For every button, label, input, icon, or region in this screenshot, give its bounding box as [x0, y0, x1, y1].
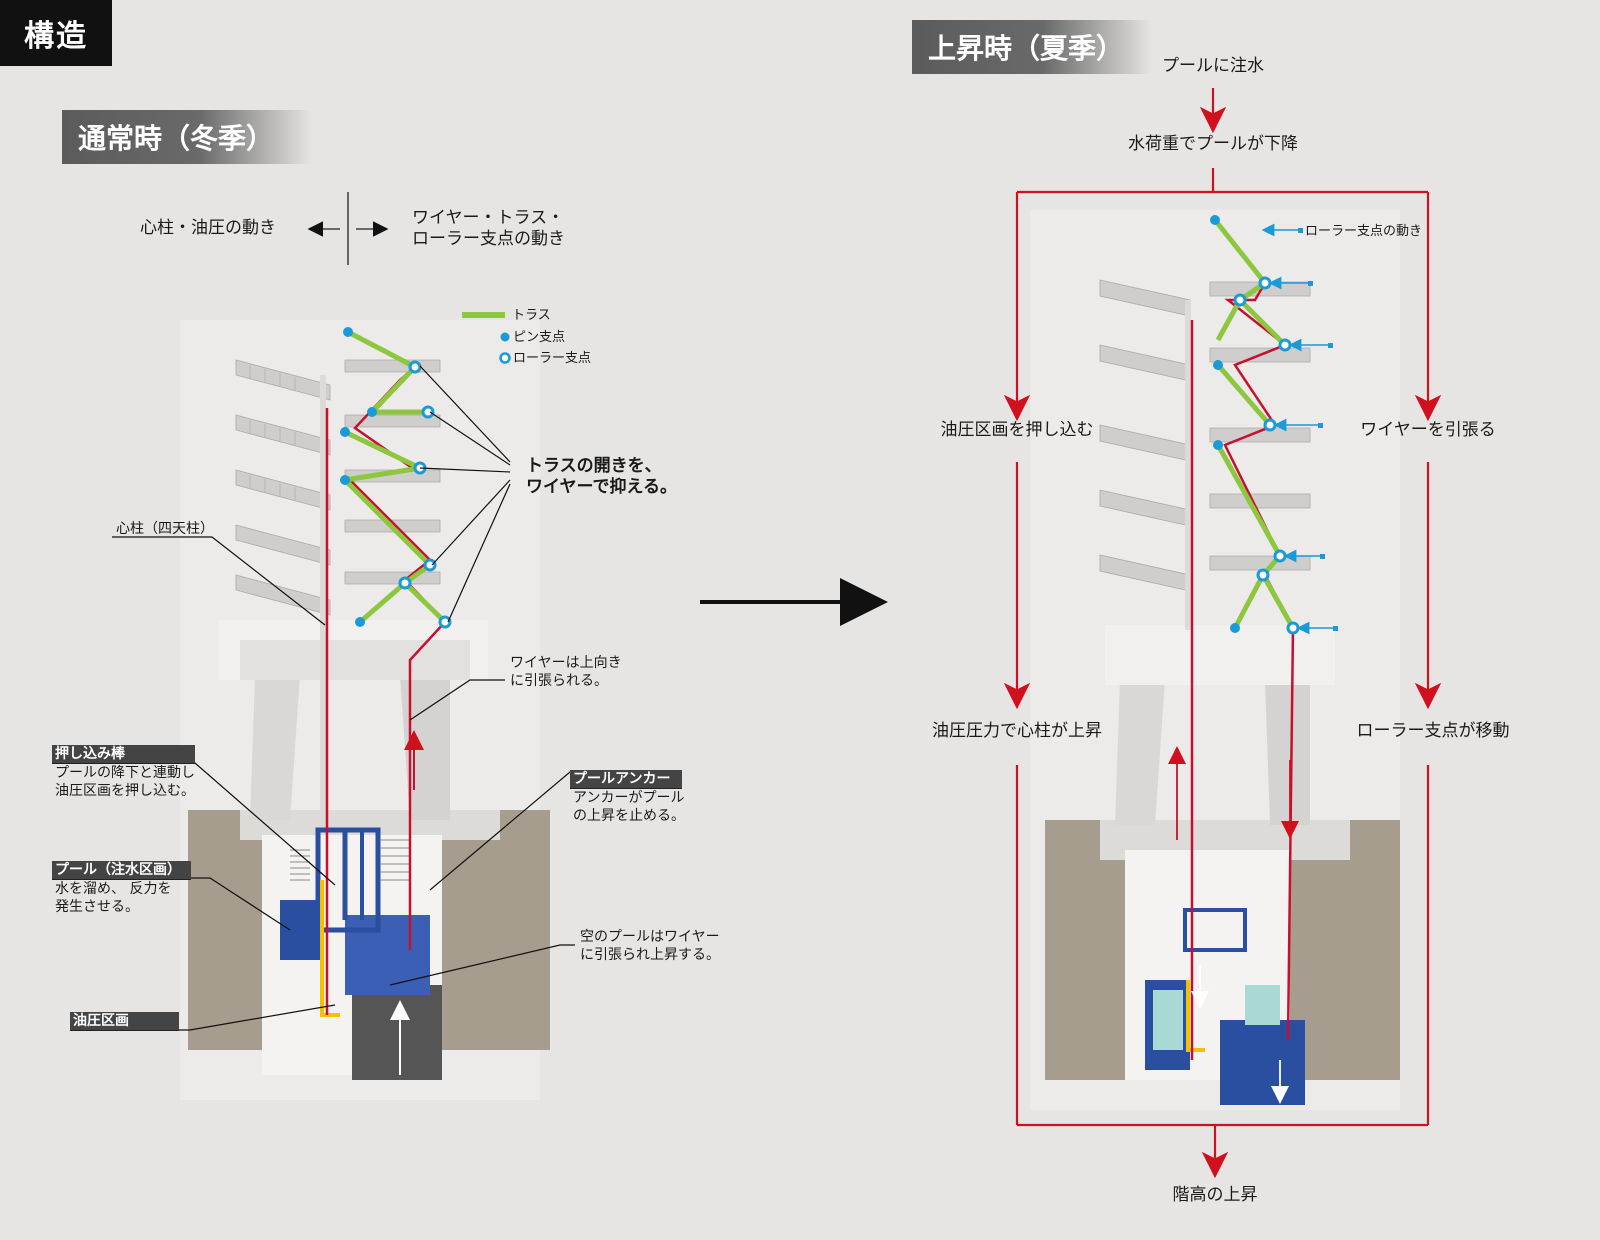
normal-season-title: 通常時（冬季）	[78, 122, 275, 155]
legend	[462, 312, 511, 364]
push-rod-callout: 押し込み棒 プールの降下と連動し 油圧区画を押し込む。	[52, 745, 195, 800]
push-rod-title: 押し込み棒	[52, 745, 195, 764]
legend-pin-swatch	[500, 332, 510, 342]
motion-divider	[307, 192, 389, 265]
left-pool-water	[280, 900, 320, 960]
step-water-label: プールに注水	[1162, 56, 1264, 76]
legend-roller-swatch	[499, 352, 511, 364]
step-descend-label: 水荷重でプールが下降	[1128, 134, 1298, 154]
motion-right-line1: ワイヤー・トラス・	[412, 208, 565, 228]
anchor-line1: アンカーがプール	[573, 790, 685, 806]
empty-pool-note: 空のプールはワイヤー に引張られ上昇する。	[580, 928, 720, 964]
left-building	[180, 320, 550, 1100]
motion-right-line2: ローラー支点の動き	[412, 229, 565, 249]
pool-title: プール（注水区画）	[52, 861, 191, 880]
truss-note-line1: トラスの開きを、	[526, 456, 662, 476]
rise-season-title: 上昇時（夏季）	[928, 32, 1125, 65]
right-pool-right	[1220, 1020, 1305, 1105]
left-truss	[343, 329, 447, 624]
core-column-label: 心柱（四天柱）	[116, 521, 214, 537]
core-rise-label: 油圧圧力で心柱が上昇	[932, 721, 1102, 741]
wire-up-line2: に引張られる。	[510, 673, 608, 689]
floor-rise-label: 階高の上昇	[1172, 1185, 1258, 1205]
empty-pool-line1: 空のプールはワイヤー	[580, 929, 720, 945]
push-hydraulic-label: 油圧区画を押し込む	[940, 420, 1094, 440]
wire-up-note: ワイヤーは上向き に引張られる。	[510, 654, 622, 690]
right-building	[1030, 210, 1400, 1110]
truss-note-line2: ワイヤーで抑える。	[526, 477, 677, 497]
hydraulic-title: 油圧区画	[70, 1012, 179, 1031]
rise-season-banner: 上昇時（夏季）	[912, 20, 1152, 74]
push-rod-line1: プールの降下と連動し	[55, 765, 195, 781]
pool-line2: 発生させる。	[55, 899, 139, 915]
anchor-title: プールアンカー	[570, 770, 683, 789]
roller-motion-arrows	[1261, 223, 1335, 635]
truss-note: トラスの開きを、 ワイヤーで抑える。	[526, 456, 677, 498]
left-empty-pool	[345, 915, 430, 995]
normal-season-banner: 通常時（冬季）	[62, 110, 312, 164]
push-rod-line2: 油圧区画を押し込む。	[55, 783, 195, 799]
pool-line1: 水を溜め、 反力を	[55, 881, 172, 897]
legend-roller-label: ローラー支点	[513, 351, 592, 366]
structure-title: 構造	[0, 0, 112, 66]
legend-truss-label: トラス	[512, 308, 551, 323]
anchor-line2: の上昇を止める。	[573, 808, 685, 824]
roller-motion-label: ローラー支点の動き	[1305, 224, 1423, 239]
hydraulic-callout: 油圧区画	[70, 1012, 179, 1031]
motion-left-label: 心柱・油圧の動き	[140, 218, 276, 238]
legend-pin-label: ピン支点	[513, 330, 566, 345]
pool-callout: プール（注水区画） 水を溜め、 反力を 発生させる。	[52, 861, 191, 916]
roller-move-label: ローラー支点が移動	[1356, 721, 1510, 741]
right-flow-frame	[1003, 88, 1442, 1179]
motion-right-label: ワイヤー・トラス・ ローラー支点の動き	[412, 208, 565, 250]
wire-up-line1: ワイヤーは上向き	[510, 655, 622, 671]
empty-pool-line2: に引張られ上昇する。	[580, 947, 720, 963]
pull-wire-label: ワイヤーを引張る	[1360, 420, 1496, 440]
anchor-callout: プールアンカー アンカーがプール の上昇を止める。	[570, 770, 685, 825]
